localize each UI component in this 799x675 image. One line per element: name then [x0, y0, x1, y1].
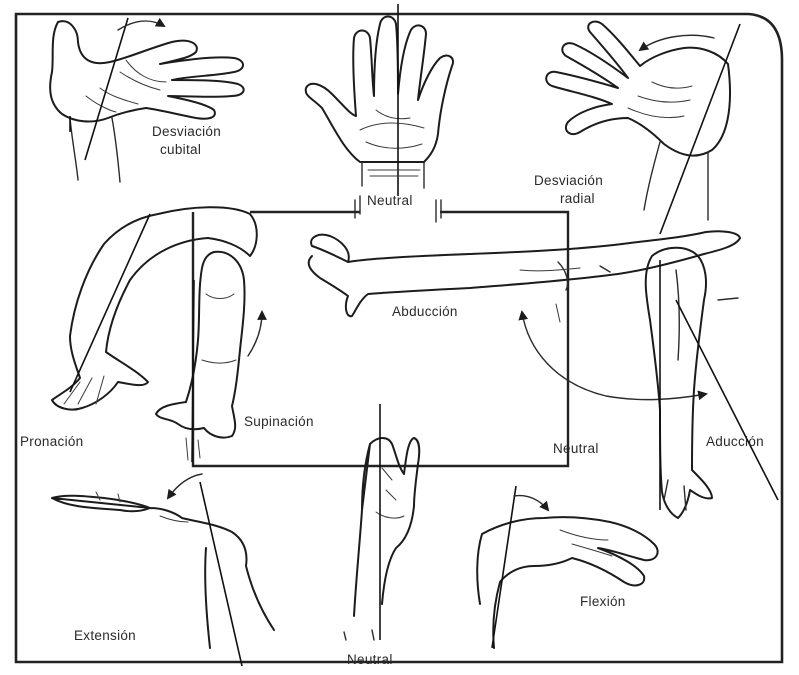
label-neutral-right: Neutral [553, 441, 599, 456]
label-neutral-bottom: Neutral [347, 652, 393, 667]
label-abduccion: Abducción [392, 304, 458, 319]
label-pronacion: Pronación [20, 434, 84, 449]
supination-arm-drawing [156, 252, 262, 462]
label-desviacion-cubital-2: cubital [160, 142, 201, 157]
ulnar-deviation-hand-drawing [50, 18, 244, 182]
label-aduccion: Aducción [706, 434, 764, 449]
label-extension: Extensión [74, 628, 136, 643]
label-neutral-top: Neutral [367, 193, 413, 208]
neutral-side-hand-drawing [354, 404, 419, 640]
label-desviacion-radial-2: radial [560, 191, 595, 206]
neutral-bottom-tick-marks [344, 630, 374, 640]
label-supinacion: Supinación [244, 414, 314, 429]
label-flexion: Flexión [580, 594, 626, 609]
abduction-arm-drawing [309, 231, 740, 316]
flexion-hand-drawing [477, 486, 657, 648]
label-desviacion-cubital-1: Desviación [152, 124, 221, 139]
adduction-arm-drawing [556, 248, 778, 518]
pronation-arm-drawing [52, 207, 257, 409]
label-desviacion-radial-1: Desviación [534, 173, 603, 188]
neutral-palm-hand-drawing [306, 4, 453, 196]
